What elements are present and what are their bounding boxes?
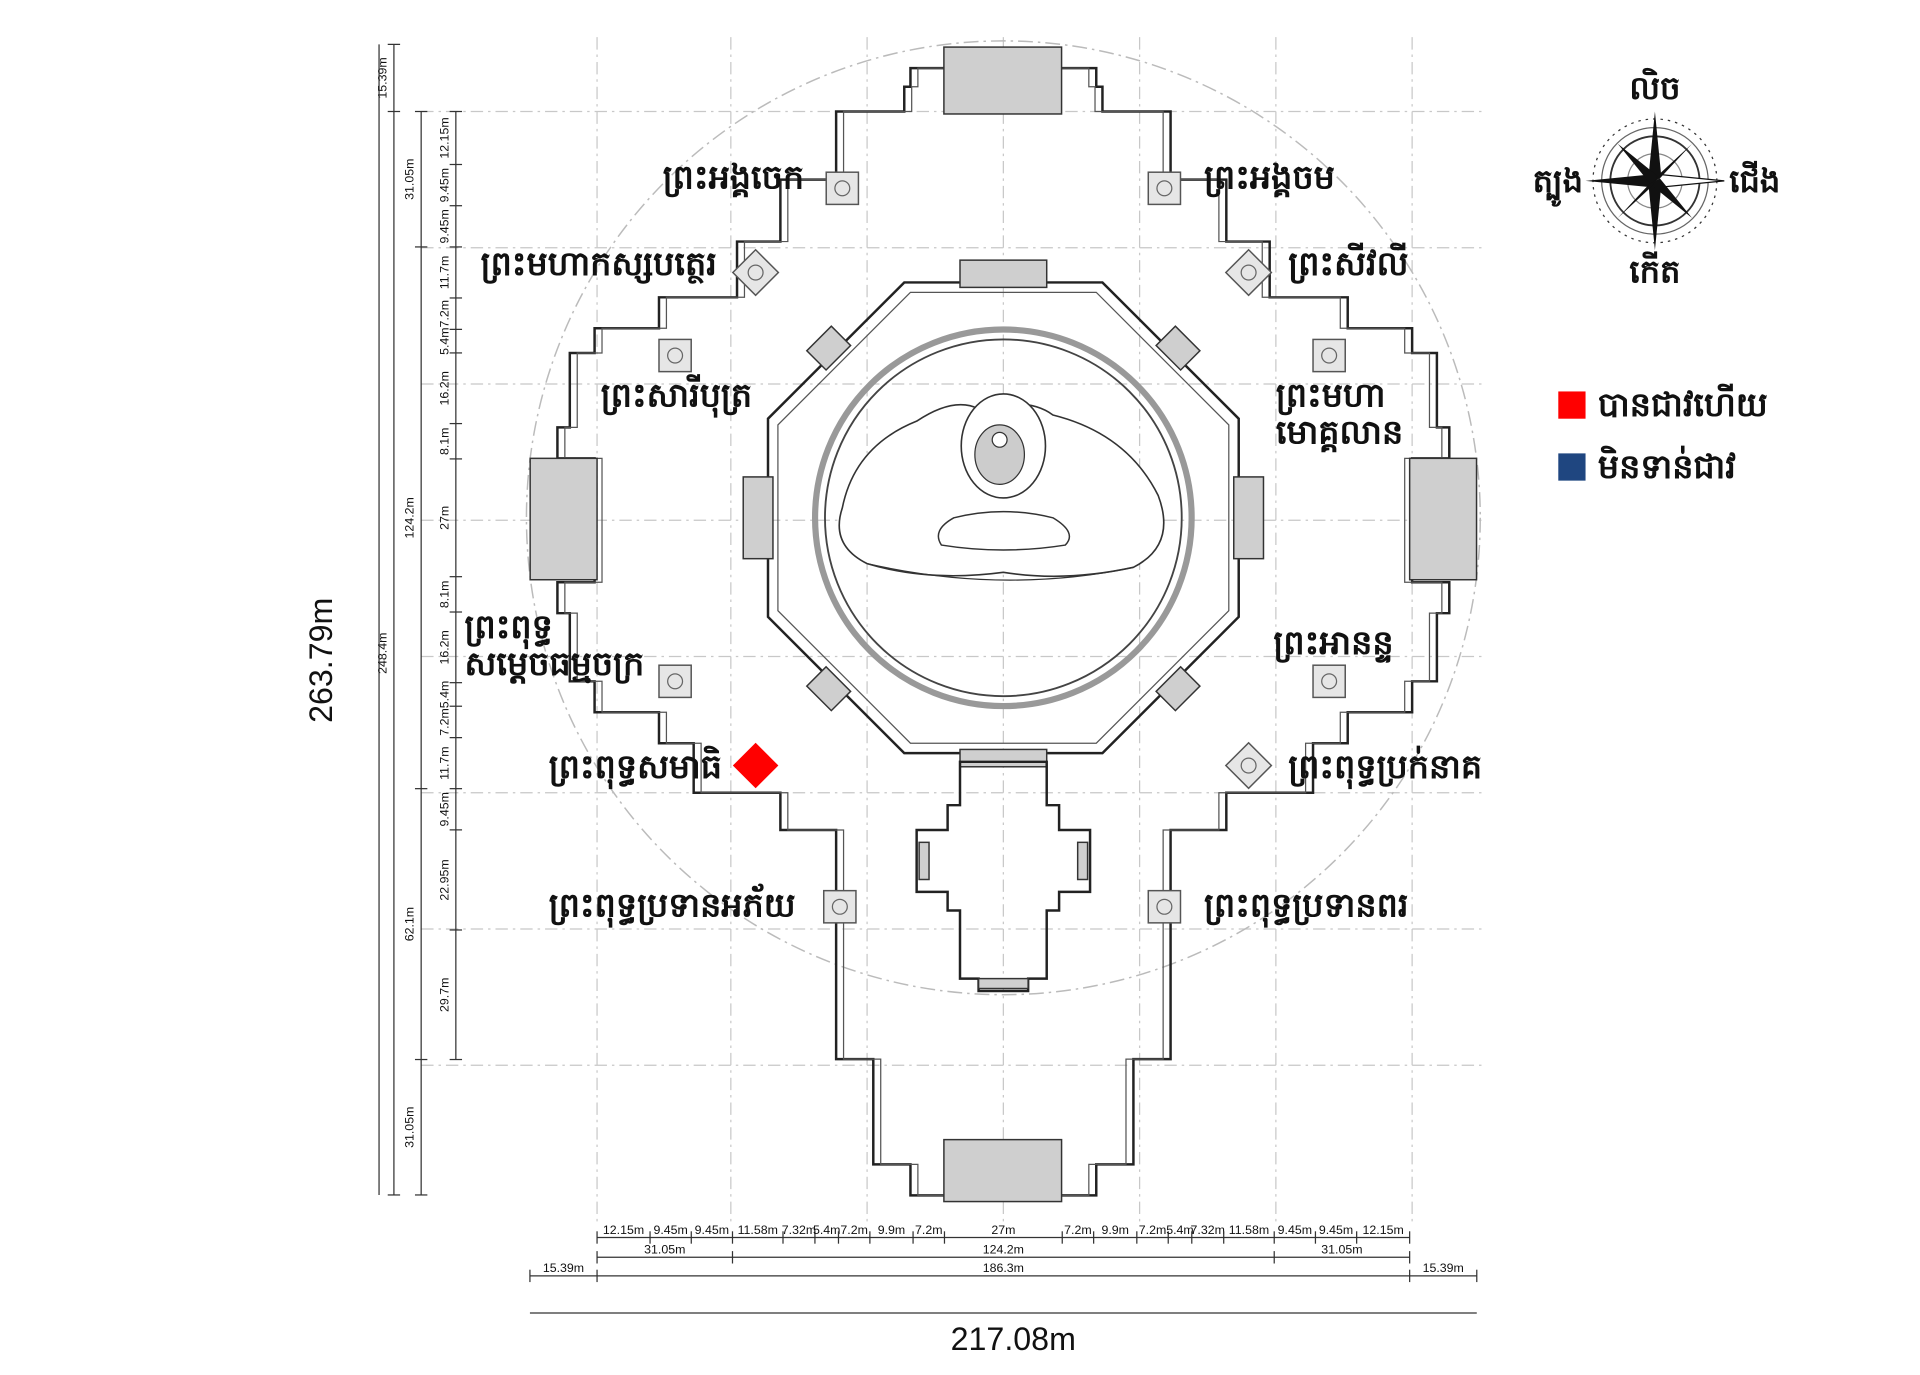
- dimension-label: 8.1m: [437, 581, 451, 609]
- dimension-label: 31.05m: [1321, 1243, 1362, 1257]
- statue-varada[interactable]: [1147, 889, 1182, 924]
- statue-dhammachakra[interactable]: [658, 664, 692, 699]
- statue-naga[interactable]: [1224, 741, 1273, 790]
- dimension-label: 27m: [991, 1223, 1015, 1237]
- dimension-label: 12.15m: [1363, 1223, 1404, 1237]
- label-samadhi: ព្រះពុទ្ធសមាធិ: [549, 745, 722, 790]
- compass-north-label: ជើង: [1729, 160, 1780, 200]
- total-width-label: 217.08m: [951, 1321, 1076, 1357]
- label-varada: ព្រះពុទ្ធប្រទានពរ: [1204, 886, 1408, 929]
- statue-sariputta[interactable]: [658, 338, 692, 373]
- dimension-label: 9.45m: [695, 1223, 729, 1237]
- dimension-label: 9.45m: [437, 209, 451, 243]
- statue-labels: ព្រះអង្គចេក ព្រះអង្គចម ព្រះមហាកស្សបត្ថេរ…: [465, 157, 1483, 928]
- dimension-label: 9.45m: [1278, 1223, 1312, 1237]
- dimension-label: 9.9m: [1101, 1223, 1129, 1237]
- dimension-label: 11.58m: [1229, 1223, 1269, 1237]
- statue-abhaya[interactable]: [822, 889, 857, 924]
- dimension-label: 7.32m: [782, 1223, 816, 1237]
- dimension-label: 7.32m: [1191, 1223, 1225, 1237]
- dimension-label: 9.9m: [878, 1223, 906, 1237]
- statue-ang-chek[interactable]: [825, 171, 860, 206]
- dimension-label: 248.4m: [375, 633, 389, 674]
- statue-moggallana[interactable]: [1312, 338, 1346, 373]
- label-naga: ព្រះពុទ្ធប្រក់នាគ: [1288, 745, 1482, 790]
- dimension-label: 5.4m: [813, 1223, 841, 1237]
- dimension-label: 62.1m: [403, 907, 417, 941]
- dimension-label: 29.7m: [437, 978, 451, 1012]
- dimension-label: 11.58m: [738, 1223, 778, 1237]
- statue-markers: [658, 171, 1346, 924]
- dimension-label: 7.2m: [437, 300, 451, 328]
- legend-label-purchased: បានជាវហើយ: [1598, 383, 1768, 424]
- dimension-label: 9.45m: [653, 1223, 687, 1237]
- label-ananda: ព្រះអានន្ទ: [1273, 623, 1393, 663]
- total-height-label: 263.79m: [303, 598, 339, 723]
- label-ang-chorm: ព្រះអង្គចម: [1204, 157, 1335, 197]
- label-moggallana-line1: ព្រះមហា: [1276, 375, 1386, 415]
- dimension-label: 11.7m: [437, 746, 451, 779]
- dimension-label: 7.2m: [915, 1223, 943, 1237]
- dimension-label: 124.2m: [403, 497, 417, 538]
- gate-left: [529, 457, 598, 581]
- legend: បានជាវហើយ មិនទាន់ជាវ: [1558, 383, 1768, 486]
- statue-ananda[interactable]: [1312, 664, 1346, 699]
- statue-sivali[interactable]: [1224, 248, 1273, 297]
- dimension-label: 15.39m: [1423, 1261, 1464, 1275]
- statue-ang-chorm[interactable]: [1147, 171, 1182, 206]
- label-moggallana-line2: មោគ្គលាន: [1276, 412, 1403, 452]
- south-hall: [915, 760, 1092, 993]
- statue-samadhi-purchased[interactable]: [732, 742, 779, 789]
- inner-octagon-wall-inner: [777, 291, 1230, 744]
- dimension-label: 12.15m: [437, 117, 451, 158]
- dimension-label: 5.4m: [1166, 1223, 1194, 1237]
- label-dhammachakra-line1: ព្រះពុទ្ធ: [465, 607, 553, 650]
- dimension-label: 5.4m: [437, 681, 451, 709]
- label-ang-chek: ព្រះអង្គចេក: [663, 157, 804, 197]
- dimension-label: 9.45m: [437, 168, 451, 202]
- dimension-label: 9.45m: [437, 792, 451, 826]
- compass-west-label: លិច: [1629, 67, 1680, 107]
- gate-top: [943, 46, 1063, 115]
- legend-swatch-purchased: [1558, 391, 1586, 419]
- label-sariputta: ព្រះសារីបុត្រ: [601, 373, 752, 418]
- dimension-label: 22.95m: [437, 859, 451, 900]
- dimension-label: 9.45m: [1319, 1223, 1353, 1237]
- dimension-label: 7.2m: [1139, 1223, 1167, 1237]
- label-sivali: ព្រះសីវលី: [1288, 242, 1408, 284]
- dimension-label: 5.4m: [437, 327, 451, 355]
- dimension-label: 12.15m: [603, 1223, 644, 1237]
- dimension-label: 16.2m: [437, 630, 451, 664]
- gate-bottom: [943, 1138, 1063, 1203]
- gates: [529, 46, 1478, 1203]
- statue-mahakassapa[interactable]: [731, 248, 780, 297]
- octagon-doors: [742, 259, 1265, 768]
- dimension-label: 7.2m: [840, 1223, 868, 1237]
- label-dhammachakra-line2: សម្តេចធម្មចក្រ: [465, 644, 645, 684]
- dimension-label: 15.39m: [375, 57, 389, 98]
- dimension-label: 186.3m: [983, 1261, 1024, 1275]
- dimension-label: 31.05m: [644, 1243, 685, 1257]
- dimension-label: 31.05m: [403, 159, 417, 200]
- gate-right: [1408, 457, 1478, 581]
- legend-swatch-not-purchased: [1558, 453, 1586, 481]
- legend-label-not-purchased: មិនទាន់ជាវ: [1598, 445, 1736, 486]
- dimension-label: 11.7m: [437, 256, 451, 289]
- dimension-label: 7.2m: [1064, 1223, 1092, 1237]
- compass-south-label: ត្បូង: [1533, 162, 1583, 207]
- central-buddha-shrine: [811, 326, 1195, 710]
- label-mahakassapa: ព្រះមហាកស្សបត្ថេរ: [481, 244, 717, 284]
- dimension-label: 16.2m: [437, 371, 451, 405]
- compass-rose: [1585, 111, 1725, 251]
- dimension-label: 15.39m: [543, 1261, 584, 1275]
- dimension-label: 8.1m: [437, 427, 451, 455]
- compass-east-label: កើត: [1629, 250, 1680, 290]
- dimension-label: 31.05m: [403, 1107, 417, 1148]
- label-abhaya: ព្រះពុទ្ធប្រទានអភ័យ: [549, 883, 796, 929]
- dimension-label: 27m: [437, 506, 451, 530]
- dimension-label: 7.2m: [437, 708, 451, 736]
- dimension-label: 124.2m: [983, 1243, 1024, 1257]
